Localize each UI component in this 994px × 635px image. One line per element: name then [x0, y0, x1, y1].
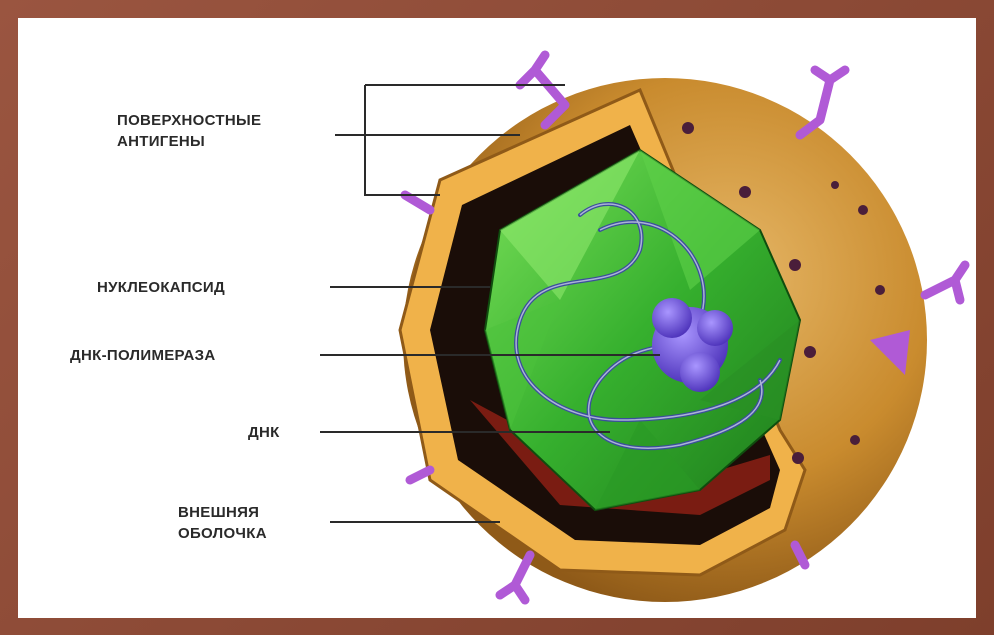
label-surface-antigens: ПОВЕРХНОСТНЫЕ АНТИГЕНЫ: [117, 110, 261, 152]
label-dna: ДНК: [248, 422, 280, 443]
label-nucleocapsid: НУКЛЕОКАПСИД: [97, 277, 225, 298]
label-outer-envelope: ВНЕШНЯЯ ОБОЛОЧКА: [178, 502, 267, 544]
label-dna-polymerase: ДНК-ПОЛИМЕРАЗА: [70, 345, 216, 366]
